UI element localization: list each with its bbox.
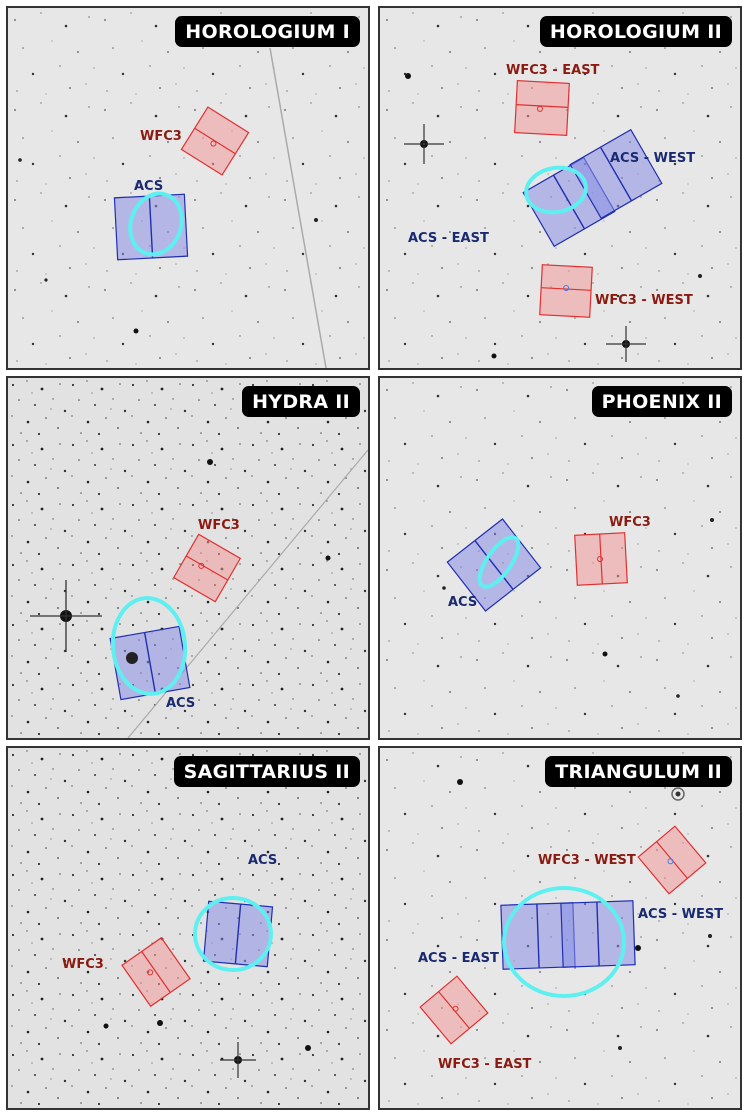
panel-title: HOROLOGIUM I [175,16,360,47]
bright-star [314,218,318,222]
half-light-ellipse [128,191,184,257]
bright-star [491,353,497,359]
bright-star [618,1046,622,1050]
label-acs-west: ACS - WEST [610,151,695,166]
label-acs-east: ACS - EAST [408,231,489,246]
wfc3-west-footprint [539,264,593,318]
label-acs-west: ACS - WEST [638,907,723,922]
bright-star [404,124,444,164]
bright-star [220,1042,256,1078]
label-acs: ACS [134,179,163,194]
wfc3-east-footprint [514,80,570,136]
label-wfc3-east: WFC3 - EAST [506,63,600,78]
label-wfc3: WFC3 [198,518,240,533]
label-acs: ACS [166,696,195,711]
bright-star [606,326,646,362]
acs-footprint [109,625,191,701]
label-wfc3: WFC3 [609,515,651,530]
wfc3-footprint [172,533,242,603]
bright-star [207,459,213,465]
bright-star [133,328,139,334]
galaxy [671,787,685,801]
bright-star [457,779,463,785]
acs-east-footprint [500,902,576,970]
sky-field: WFC3 ACS [8,378,368,738]
panel-title: HYDRA II [242,386,360,417]
wfc3-footprint [180,106,250,176]
panel-title: TRIANGULUM II [545,756,732,787]
half-light-ellipse [193,896,273,972]
half-light-ellipse [524,165,588,215]
bright-star [157,1020,163,1026]
bright-star [635,945,641,951]
bright-star [602,651,608,657]
acs-footprint [202,900,274,968]
bright-star [103,1023,109,1029]
bright-star [18,158,22,162]
bright-star [405,73,411,79]
label-wfc3-west: WFC3 - WEST [538,853,636,868]
bright-star [442,586,446,590]
label-acs: ACS [248,853,277,868]
sky-field: ACS WFC3 [8,748,368,1108]
label-wfc3: WFC3 [140,129,182,144]
bright-star [44,278,48,282]
panel-title: PHOENIX II [591,386,732,417]
label-wfc3: WFC3 [62,957,104,972]
wfc3-footprint [574,532,628,586]
wfc3-footprint [121,936,191,1008]
panel-horologium-ii: WFC3 - EAST ACS - WEST ACS - EAST WFC3 -… [378,6,742,370]
bright-star [676,694,680,698]
sky-field: WFC3 ACS [8,8,368,368]
bright-star [30,580,102,652]
panel-phoenix-ii: WFC3 ACS PHOENIX II [378,376,742,740]
label-wfc3-west: WFC3 - WEST [595,293,693,308]
half-light-ellipse [502,886,626,998]
label-acs: ACS [448,595,477,610]
wfc3-west-footprint [637,825,707,895]
panel-triangulum-ii: WFC3 - WEST ACS - WEST ACS - EAST WFC3 -… [378,746,742,1110]
galaxy [675,791,681,797]
panel-horologium-i: WFC3 ACS HOROLOGIUM I [6,6,370,370]
bright-star [710,518,714,522]
sky-field: WFC3 - EAST ACS - WEST ACS - EAST WFC3 -… [380,8,740,368]
bright-star [305,1045,311,1051]
panel-sagittarius-ii: ACS WFC3 SAGITTARIUS II [6,746,370,1110]
half-light-ellipse [110,596,188,696]
label-wfc3-east: WFC3 - EAST [438,1057,532,1072]
bright-star [698,274,702,278]
bright-star [126,652,138,664]
satellite-trail [269,47,327,368]
panel-hydra-ii: WFC3 ACS HYDRA II [6,376,370,740]
bright-star [708,934,712,938]
bright-star [325,555,331,561]
sky-field: WFC3 ACS [380,378,740,738]
panel-title: SAGITTARIUS II [173,756,360,787]
half-light-ellipse [477,535,521,589]
wfc3-east-footprint [419,975,489,1045]
sky-field: WFC3 - WEST ACS - WEST ACS - EAST WFC3 -… [380,748,740,1108]
panel-title: HOROLOGIUM II [539,16,732,47]
label-acs-east: ACS - EAST [418,951,499,966]
